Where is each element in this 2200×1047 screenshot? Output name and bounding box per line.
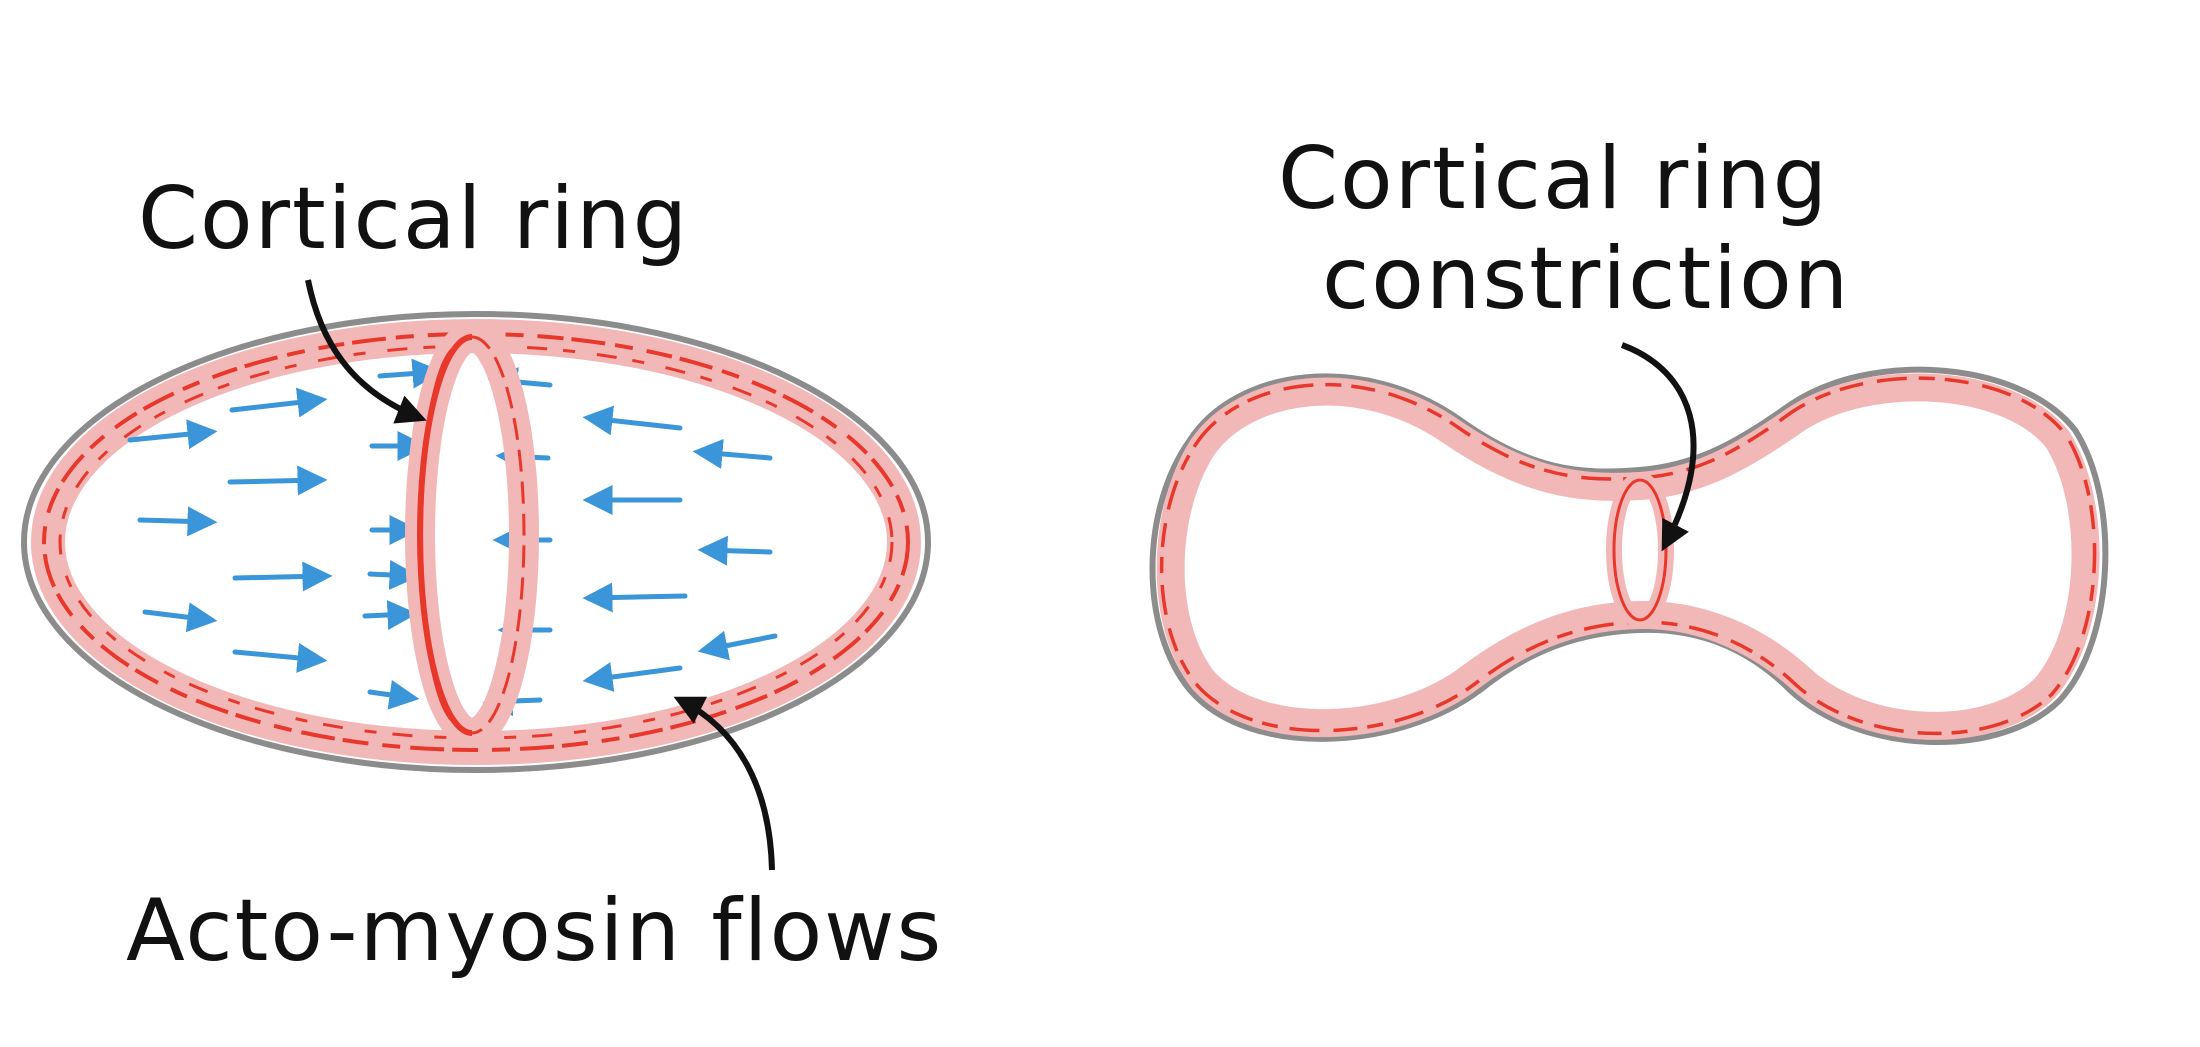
- cortex-band-right: [1156, 373, 2100, 740]
- flow-arrow-icon: [367, 559, 420, 590]
- pointer-arrow-to-constriction-icon: [1620, 342, 1697, 552]
- flow-arrow-icon: [582, 662, 683, 692]
- left-panel: Cortical ring Acto-myosin flows: [21, 169, 943, 981]
- cortical-ring-left: [405, 322, 539, 748]
- flow-arrow-icon: [362, 600, 418, 630]
- pointer-arrow-to-ring-icon: [305, 279, 427, 424]
- pointer-arrow-to-flows-icon: [673, 696, 775, 871]
- cortex-strands-right: [1159, 376, 2097, 736]
- flow-arrow-icon: [582, 582, 688, 613]
- flow-arrows-group: [127, 358, 778, 717]
- flow-arrow-icon: [697, 630, 778, 661]
- flow-arrow-icon: [692, 438, 773, 469]
- flow-arrow-icon: [127, 419, 218, 450]
- flow-arrow-icon: [232, 561, 333, 592]
- flow-arrow-icon: [367, 679, 420, 710]
- flow-arrow-icon: [227, 465, 328, 496]
- flow-arrow-icon: [697, 535, 773, 566]
- cell-outline-right: [1149, 366, 2109, 745]
- flow-arrow-icon: [142, 602, 218, 633]
- cell-outline-left: [21, 311, 931, 773]
- flow-arrow-icon: [229, 387, 328, 418]
- label-constriction: constriction: [1322, 229, 1850, 329]
- right-panel: Cortical ring constriction: [1149, 129, 2109, 745]
- flow-arrow-icon: [232, 642, 328, 673]
- label-cortical-ring-left: Cortical ring: [138, 169, 689, 269]
- label-cortical-ring-right: Cortical ring: [1278, 129, 1829, 229]
- flow-arrow-icon: [137, 506, 218, 537]
- flow-arrow-icon: [377, 358, 443, 389]
- flow-arrow-icon: [582, 405, 683, 436]
- label-acto-myosin-flows: Acto-myosin flows: [126, 881, 943, 981]
